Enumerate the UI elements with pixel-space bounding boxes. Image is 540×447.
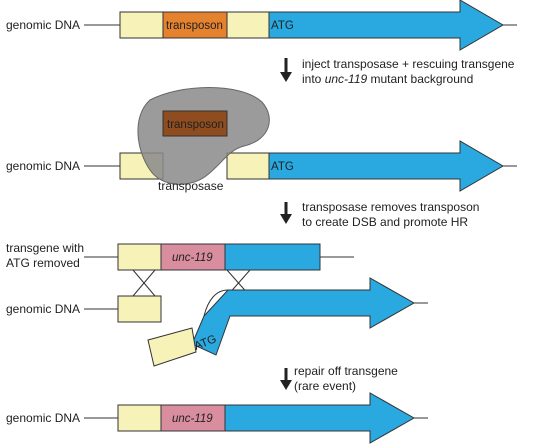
row-3-transgene: transgene with ATG removed unc-119 xyxy=(6,241,354,271)
row5-gene-arrow xyxy=(224,392,416,444)
step2-text-line2: to create DSB and promote HR xyxy=(302,215,468,229)
row1-atg-label: ATG xyxy=(271,20,294,32)
step1-text-line2: into unc-119 mutant background xyxy=(302,72,473,86)
transgene-label-line1: transgene with xyxy=(6,241,84,255)
transgene-yellow-box xyxy=(117,243,162,271)
row5-genomic-dna-label: genomic DNA xyxy=(6,411,80,425)
row5-unc119-label: unc-119 xyxy=(172,413,213,425)
row-5-repaired: genomic DNA unc-119 xyxy=(6,392,428,444)
row4-yellow-flank-left xyxy=(117,295,162,323)
step3-arrow-icon xyxy=(280,380,292,390)
row1-yellow-flank-right xyxy=(226,11,270,39)
transgene-unc119-label: unc-119 xyxy=(172,252,213,264)
row1-gene-arrow xyxy=(268,0,504,51)
row4-arrow-bend xyxy=(203,289,229,317)
row2-gene-arrow xyxy=(268,140,504,192)
row2-atg-label: ATG xyxy=(271,161,294,173)
row2-yellow-flank-right xyxy=(226,152,270,180)
transposase-label: transposase xyxy=(158,179,224,193)
row4-yellow-flank-bent xyxy=(147,327,197,367)
row1-transposon-label: transposon xyxy=(166,20,223,32)
step1-text-post: mutant background xyxy=(367,72,473,86)
crossover-left-b xyxy=(132,269,156,297)
step-2: transposase removes transposon to create… xyxy=(280,200,479,229)
row-1: genomic DNA transposon ATG xyxy=(6,0,517,51)
step2-text-line1: transposase removes transposon xyxy=(302,200,479,214)
row-4-genomic: genomic DNA ATG xyxy=(6,277,428,367)
transgene-label-line2: ATG removed xyxy=(6,256,80,270)
step1-text-italic: unc-119 xyxy=(325,72,368,86)
step1-text-line1: inject transposase + rescuing transgene xyxy=(302,57,515,71)
row2-genomic-dna-label: genomic DNA xyxy=(6,159,80,173)
step-1: inject transposase + rescuing transgene … xyxy=(280,57,515,86)
transgene-unc119-box xyxy=(160,243,226,271)
row5-yellow-flank xyxy=(117,404,162,432)
step2-arrow-icon xyxy=(280,214,292,224)
row4-genomic-dna-label: genomic DNA xyxy=(6,302,80,316)
row2-transposon-label: transposon xyxy=(167,119,224,131)
transgene-blue-box xyxy=(224,243,321,271)
row1-yellow-flank-left xyxy=(119,11,164,39)
row2-transposon-box xyxy=(162,110,228,137)
step1-arrow-icon xyxy=(280,72,292,82)
row-2: genomic DNA ATG transposon transposase xyxy=(6,87,517,193)
step1-text-pre: into xyxy=(302,72,325,86)
step3-text-line1: repair off transgene xyxy=(294,364,398,378)
step-3: repair off transgene (rare event) xyxy=(280,364,398,393)
row1-genomic-dna-label: genomic DNA xyxy=(6,18,80,32)
row5-unc119-box xyxy=(160,404,226,432)
step3-text-line2: (rare event) xyxy=(294,379,356,393)
row4-bent-gene-arrow xyxy=(191,277,416,356)
